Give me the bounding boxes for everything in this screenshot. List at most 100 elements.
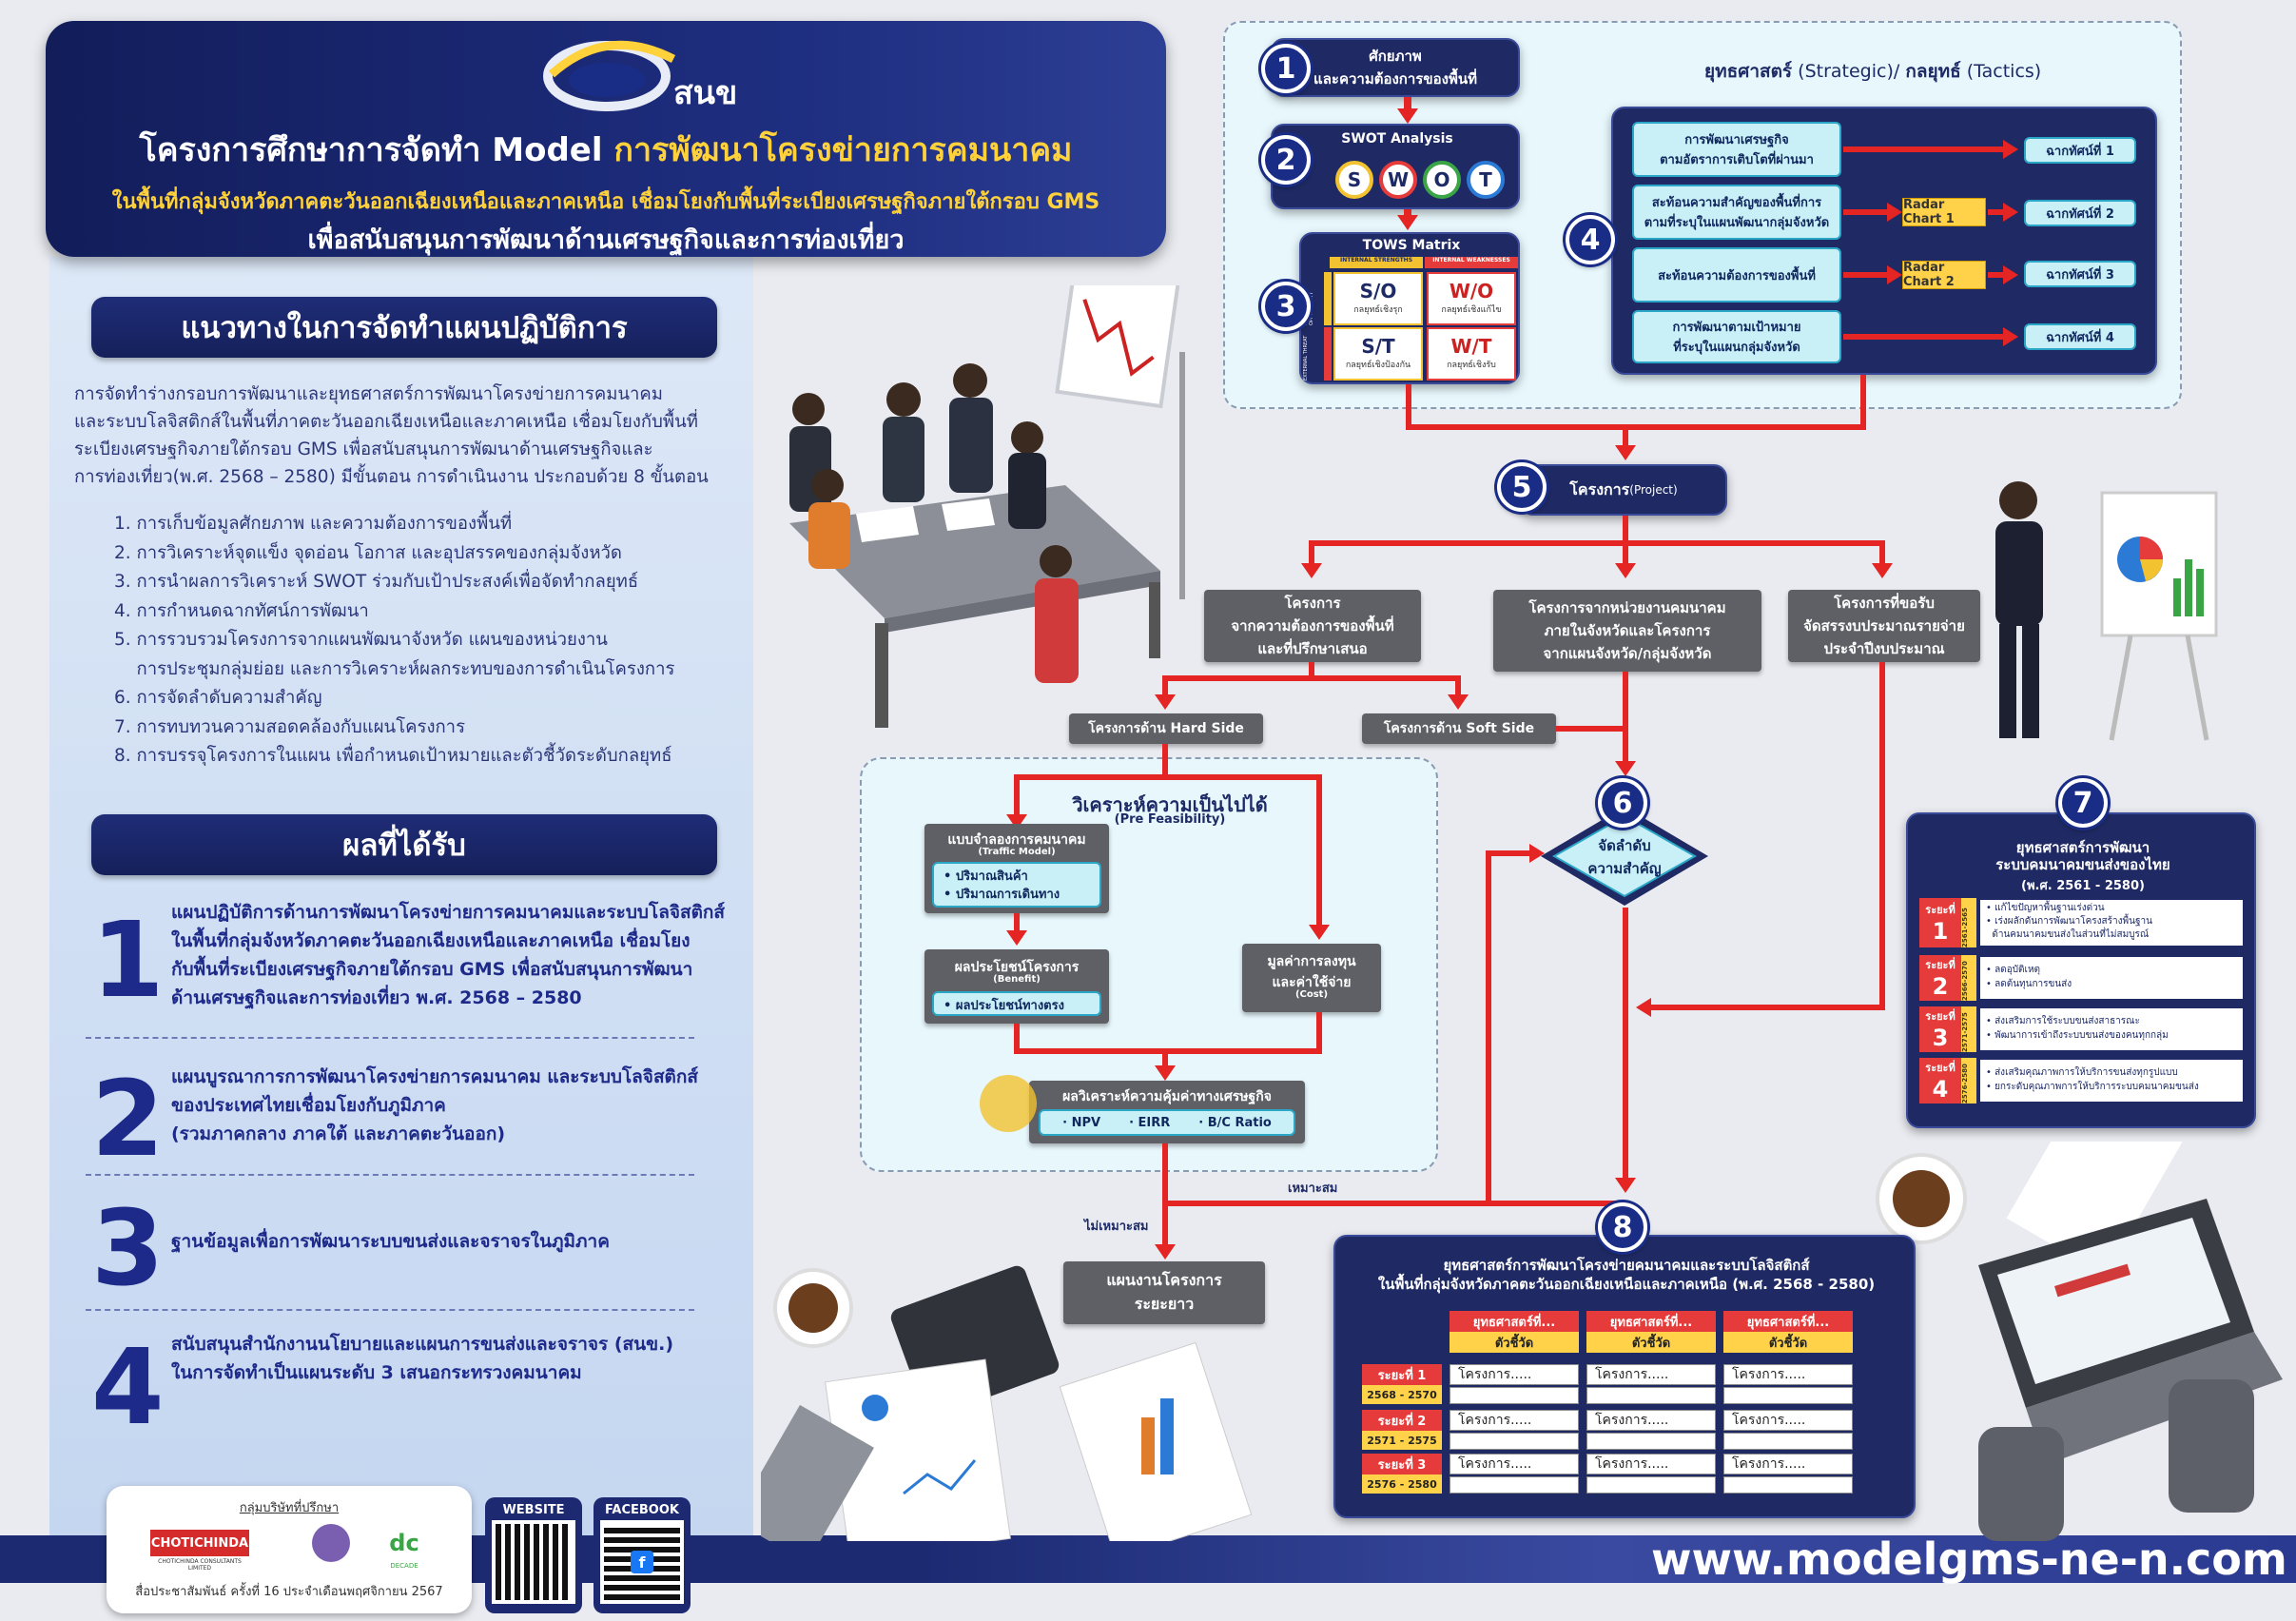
coin-icon [980,1075,1037,1132]
econ-item: · B/C Ratio [1198,1115,1272,1130]
connector [1014,774,1322,780]
project-source-budget-box: โครงการที่ขอรับ จัดสรรงบประมาณรายจ่าย ปร… [1788,590,1980,662]
phase-year: 2561-2565 [1961,898,1976,947]
tows-key: W/T [1450,335,1492,358]
step-badge-8: 8 [1598,1202,1647,1252]
scenario-row-right: ฉากทัศน์ที่ 2 [2024,200,2136,226]
scenario-row-left: การพัฒนาตามเป้าหมาย ที่ระบุในแผนกลุ่มจัง… [1632,310,1841,363]
laptop-illustration [1864,1078,2283,1541]
step5-label-en: (Project) [1629,483,1678,497]
not-suitable-label: ไม่เหมาะสม [1084,1220,1149,1234]
tows-value: กลยุทธ์เชิงป้องกัน [1345,361,1411,370]
result-line: (รวมภาคกลาง ภาคใต้ และภาคตะวันออก) [171,1123,506,1144]
national-strategy-title: ยุทธศาสตร์การพัฒนา ระบบคมนาคมขนส่งของไทย [1995,839,2170,873]
table-cell-blank [1586,1476,1716,1494]
table-cell-blank [1723,1387,1853,1404]
divider [86,1037,694,1039]
step-item: 5. การรวบรวมโครงการจากแผนพัฒนาจังหวัด แผ… [114,630,608,650]
tows-opportunity-bar [1324,272,1332,325]
arrow-down-icon [1155,1065,1176,1081]
tows-title: TOWS Matrix [1362,238,1461,253]
phase-items: • ส่งเสริมการใช้ระบบขนส่งสาธารณะ• พัฒนาก… [1980,1008,2243,1050]
phase-label: ระยะที่ [1925,1010,1955,1023]
soft-side-box: โครงการด้าน Soft Side [1362,713,1556,744]
table-cell-blank [1723,1433,1853,1450]
swot-w: W [1379,161,1417,199]
phase-item: ด้านคมนาคมขนส่งในส่วนที่ไม่สมบูรณ์ [1986,929,2150,940]
step-badge-5: 5 [1497,462,1547,512]
radar-chart-1: Radar Chart 1 [1902,198,1986,226]
website-url[interactable]: www.modelgms-ne-n.com [1651,1533,2287,1585]
result-title: ผลที่ได้รับ [91,814,717,875]
scenario-row-right: ฉากทัศน์ที่ 3 [2024,261,2136,287]
connector [1406,384,1411,428]
hard-side-box: โครงการด้าน Hard Side [1069,713,1263,744]
connector [1162,1143,1168,1206]
result-line: สนับสนุนสำนักงานนโยบายและแผนการขนส่งและจ… [171,1334,674,1355]
econ-item: · NPV [1062,1115,1101,1130]
website-qr-card[interactable]: WEBSITE [485,1497,582,1613]
connector [1309,540,1885,546]
swot-box: SWOT Analysis S W O T [1271,124,1520,209]
arrow-down-icon [1872,563,1893,578]
connector [1309,542,1314,565]
cost-box: มูลค่าการลงทุน และค่าใช้จ่าย (Cost) [1242,944,1381,1012]
phase-number: 1 [1932,918,1949,945]
benefit-en: (Benefit) [993,974,1041,985]
table-subhead: ตัวชี้วัด [1586,1332,1716,1353]
econ-item: · EIRR [1129,1115,1171,1130]
step5-label: โครงการ [1569,479,1630,498]
main-title: โครงการศึกษาการจัดทำ Model การพัฒนาโครงข… [46,124,1166,175]
phase-items: • ลดอุบัติเหตุ• ลดต้นทุนการขนส่ง [1980,957,2243,999]
step-item: 1. การเก็บข้อมูลศักยภาพ และความต้องการขอ… [114,514,513,534]
arrow-down-icon [1615,1178,1636,1193]
chotichinda-logo: CHOTICHINDA [150,1530,249,1556]
connector [1879,542,1885,565]
connector [1860,375,1866,428]
phase-item: • ยกระดับคุณภาพการให้บริการระบบคมนาคมขนส… [1986,1082,2199,1092]
feasibility-subtitle: (Pre Feasibility) [1114,812,1226,827]
step-item: 3. การนำผลการวิเคราะห์ SWOT ร่วมกับเป้าป… [114,572,639,592]
table-row-year: 2568 - 2570 [1362,1385,1442,1404]
arrow-down-icon [1397,215,1418,230]
intro-line: การท่องเที่ยว(พ.ศ. 2568 – 2580) มีขั้นตอ… [74,467,709,487]
swot-t: T [1467,161,1505,199]
title-part-2: การพัฒนาโครงข่ายการคมนาคม [613,131,1073,169]
meeting-illustration [751,266,1198,732]
step1-box: ศักยภาพ และความต้องการของพื้นที่ [1271,38,1520,97]
tows-threat-label: EXTERNAL THREAT [1303,335,1309,381]
traffic-item: • ปริมาณการเดินทาง [944,888,1060,902]
result-number: 4 [91,1326,165,1448]
table-cell: โครงการ..... [1450,1410,1579,1431]
connector [1843,272,1891,278]
strategy-title-d: (Tactics) [1960,61,2042,82]
facebook-qr-card[interactable]: FACEBOOK f [593,1497,691,1613]
result-line: ในพื้นที่กลุ่มจังหวัดภาคตะวันออกเฉียงเหน… [171,930,691,951]
connector [1404,97,1411,110]
connector [1623,516,1628,542]
scenario-row-left: สะท้อนความสำคัญของพื้นที่การ ตามที่ระบุใ… [1632,185,1841,240]
table-subhead: ตัวชี้วัด [1450,1332,1579,1353]
feasibility-title: วิเคราะห์ความเป็นไปได้ [1072,793,1268,816]
table-row-label: ระยะที่ 3 [1362,1454,1442,1475]
phase-label: ระยะที่ [1925,904,1955,916]
final-strategy-table: ยุทธศาสตร์ที่...ตัวชี้วัดยุทธศาสตร์ที่..… [1362,1311,1895,1501]
connector [1486,850,1533,856]
step-badge-7: 7 [2058,778,2108,828]
arrow-right-icon [2003,327,2018,346]
national-strategy-years: (พ.ศ. 2561 - 2580) [2021,879,2145,893]
connector [1486,852,1491,1201]
result-line: ด้านเศรษฐกิจและการท่องเที่ยว พ.ศ. 2568 –… [171,987,582,1008]
table-row-year: 2576 - 2580 [1362,1475,1442,1494]
connector [1162,1204,1168,1248]
arrow-right-icon [1529,844,1545,863]
traffic-model-title: แบบจำลองการคมนาคม [947,832,1086,848]
benefit-box: ผลประโยชน์โครงการ (Benefit) • ผลประโยชน์… [924,949,1109,1024]
table-row-year: 2571 - 2575 [1362,1431,1442,1450]
result-number: 3 [91,1187,165,1309]
long-term-plan-box: แผนงานโครงการ ระยะยาว [1063,1261,1265,1324]
table-head: ยุทธศาสตร์ที่... [1586,1311,1716,1332]
phase-item: • ลดอุบัติเหตุ [1986,965,2041,975]
result-text: แผนปฏิบัติการด้านการพัฒนาโครงข่ายการคมนา… [171,898,742,1012]
